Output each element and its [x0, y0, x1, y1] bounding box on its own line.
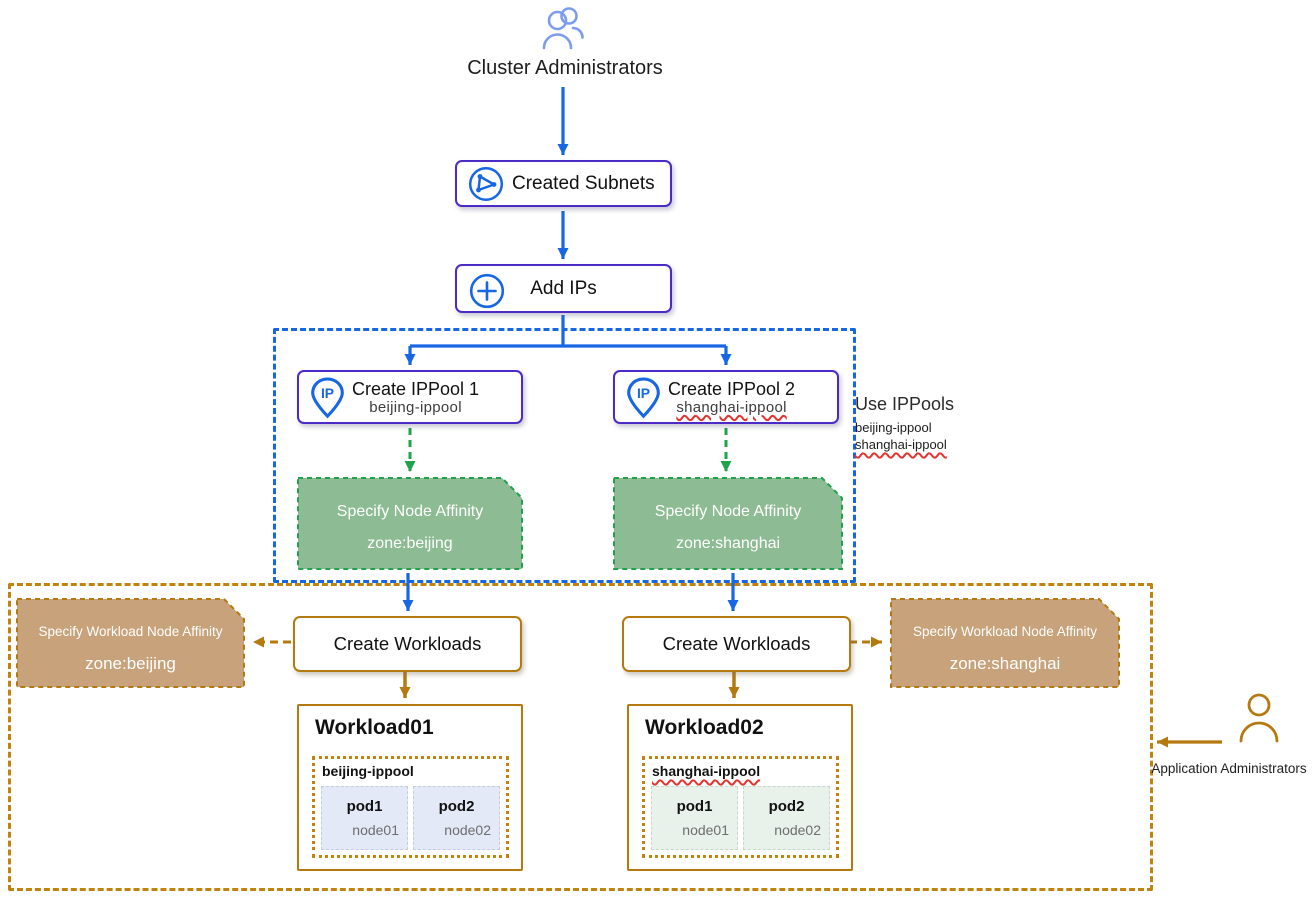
workload01-box: Workload01 beijing-ippool pod1 node01 po… [297, 704, 523, 871]
create-workloads-left-label: Create Workloads [333, 633, 482, 654]
workload02-pod1: pod1 node01 [651, 786, 738, 850]
workload02-pod2: pod2 node02 [743, 786, 830, 850]
create-ippool2-title: Create IPPool 2 [668, 378, 796, 399]
plus-circle-icon [469, 273, 505, 309]
use-ippools-pool1: beijing-ippool [855, 420, 932, 435]
use-ippools-annotation: Use IPPools beijing-ippool shanghai-ippo… [855, 395, 954, 453]
node-affinity-shanghai-action: Specify Node Affinity [654, 503, 802, 520]
create-ippool1-name: beijing-ippool [369, 398, 462, 416]
node-affinity-beijing-action: Specify Node Affinity [336, 503, 484, 520]
add-ips-label: Add IPs [530, 277, 597, 299]
subnet-icon [468, 166, 504, 201]
cluster-admins-icon [542, 7, 584, 50]
pod-name: pod1 [346, 798, 383, 815]
workload-affinity-shanghai-action: Specify Workload Node Affinity [912, 624, 1098, 639]
node-affinity-shanghai-note: Specify Node Affinity zone:shanghai [613, 477, 843, 570]
use-ippools-pool2: shanghai-ippool [855, 437, 947, 452]
create-ippool2-box: IP Create IPPool 2 shanghai-ippool [613, 370, 839, 424]
workload02-ippool-group: shanghai-ippool pod1 node01 pod2 node02 [642, 756, 839, 858]
app-admins-icon [1239, 693, 1279, 743]
workload01-pod2: pod2 node02 [413, 786, 500, 850]
add-ips-box: Add IPs [455, 264, 672, 313]
create-ippool1-title: Create IPPool 1 [352, 378, 480, 399]
pod-name: pod1 [676, 798, 713, 815]
pod-node: node02 [444, 822, 491, 838]
create-workloads-right-box: Create Workloads [622, 616, 851, 672]
create-ippool2-name: shanghai-ippool [676, 398, 787, 416]
use-ippools-title: Use IPPools [855, 394, 955, 414]
node-affinity-beijing-zone: zone:beijing [367, 535, 453, 552]
node-affinity-beijing-note: Specify Node Affinity zone:beijing [297, 477, 523, 570]
ip-pin-icon: IP [311, 376, 344, 418]
create-ippool1-box: IP Create IPPool 1 beijing-ippool [297, 370, 523, 424]
workload01-title: Workload01 [315, 716, 434, 739]
workload01-ippool-label: beijing-ippool [322, 763, 414, 779]
workload02-title: Workload02 [645, 716, 764, 739]
app-admins-label: Application Administrators [1151, 761, 1307, 776]
pod-name: pod2 [438, 798, 475, 815]
created-subnets-box: Created Subnets [455, 160, 672, 207]
workload-affinity-shanghai-note: Specify Workload Node Affinity zone:shan… [890, 598, 1120, 688]
workload-affinity-beijing-action: Specify Workload Node Affinity [38, 624, 223, 639]
workload-affinity-beijing-zone: zone:beijing [85, 654, 176, 673]
ip-pin-icon: IP [627, 376, 660, 418]
workload-region-container [8, 583, 1153, 891]
pod-node: node01 [352, 822, 399, 838]
svg-text:IP: IP [321, 384, 334, 400]
workload01-pod1: pod1 node01 [321, 786, 408, 850]
workload-affinity-beijing-note: Specify Workload Node Affinity zone:beij… [16, 598, 245, 688]
pod-name: pod2 [768, 798, 805, 815]
cluster-admins-label: Cluster Administrators [467, 57, 663, 79]
workload-affinity-shanghai-zone: zone:shanghai [949, 654, 1061, 673]
pod-node: node01 [682, 822, 729, 838]
create-workloads-left-box: Create Workloads [293, 616, 522, 672]
workload02-box: Workload02 shanghai-ippool pod1 node01 p… [627, 704, 853, 871]
pod-node: node02 [774, 822, 821, 838]
workload02-ippool-label: shanghai-ippool [652, 763, 761, 779]
svg-text:IP: IP [637, 384, 650, 400]
create-workloads-right-label: Create Workloads [662, 633, 811, 654]
node-affinity-shanghai-zone: zone:shanghai [675, 535, 781, 552]
workload01-ippool-group: beijing-ippool pod1 node01 pod2 node02 [312, 756, 509, 858]
created-subnets-label: Created Subnets [512, 172, 655, 194]
